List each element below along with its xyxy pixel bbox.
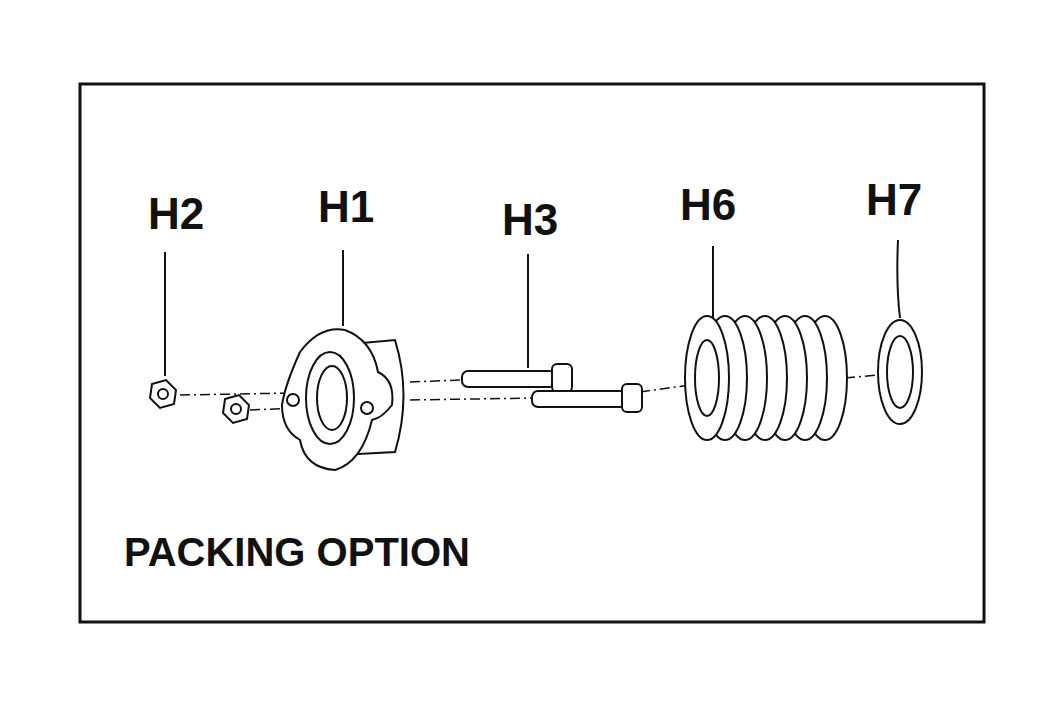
callout-number: H1 [318,185,374,229]
washer-h7 [878,320,922,424]
packing-rings-h6 [685,316,847,440]
gland-h1 [282,329,404,470]
frame [80,84,984,622]
callout-number: H7 [866,178,922,222]
callout-number: H3 [502,198,558,242]
callout-number: H2 [148,192,204,236]
callout-number: H6 [680,183,736,227]
caption: PACKING OPTION [124,532,470,572]
nut-h2 [150,380,249,423]
bolt-h3 [462,364,642,412]
